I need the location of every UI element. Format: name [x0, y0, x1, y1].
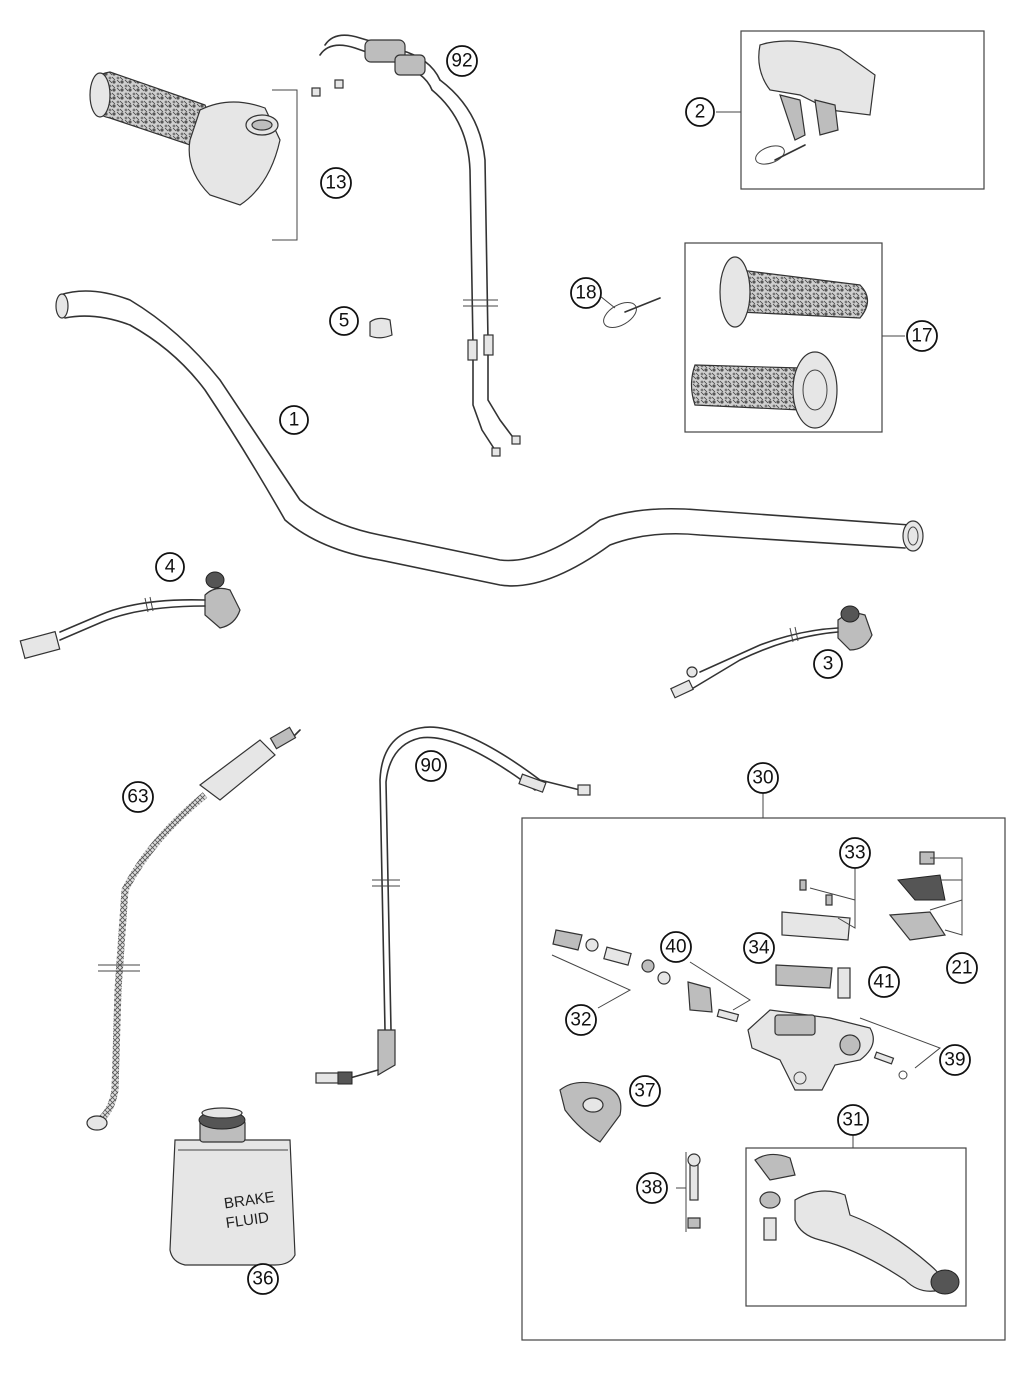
- cable-tie: [599, 295, 661, 328]
- callout-2-label: 2: [695, 102, 706, 123]
- handlebar: [55, 290, 924, 587]
- callout-41: 41: [868, 966, 900, 998]
- callout-4: 4: [155, 552, 185, 582]
- callout-1-label: 1: [289, 410, 300, 431]
- callout-18-label: 18: [575, 283, 596, 304]
- callout-31-label: 31: [842, 1110, 863, 1131]
- callout-32-label: 32: [570, 1010, 591, 1031]
- callout-41-label: 41: [873, 972, 894, 993]
- throttle-grip: [89, 71, 298, 241]
- callout-34: 34: [743, 932, 775, 964]
- callout-33: 33: [839, 837, 871, 869]
- hot-start-cable: [86, 726, 301, 1131]
- clip: [369, 317, 393, 339]
- callout-63-label: 63: [127, 787, 148, 808]
- callout-32: 32: [565, 1004, 597, 1036]
- grips-kit: [684, 242, 905, 433]
- callout-33-label: 33: [844, 843, 865, 864]
- callout-13: 13: [320, 167, 352, 199]
- callout-34-label: 34: [748, 938, 770, 959]
- clutch-cable: [315, 726, 591, 1085]
- callout-36: 36: [247, 1263, 279, 1295]
- callout-37: 37: [629, 1075, 661, 1107]
- bottle-label-line2: FLUID: [225, 1209, 270, 1232]
- callout-5-label: 5: [339, 311, 350, 332]
- callout-3: 3: [813, 649, 843, 679]
- callout-37-label: 37: [634, 1081, 655, 1102]
- callout-18: 18: [570, 277, 602, 309]
- callout-36-label: 36: [252, 1269, 273, 1290]
- callout-92-label: 92: [451, 51, 472, 72]
- callout-30-label: 30: [752, 768, 773, 789]
- callouts: 1 2 3 4 5 13 17 18 21 30 31 32 33 34 36 …: [122, 45, 978, 1295]
- callout-2: 2: [685, 97, 715, 127]
- callout-1: 1: [279, 405, 309, 435]
- callout-92: 92: [446, 45, 478, 77]
- master-cylinder-kit: [521, 792, 1006, 1341]
- callout-17-label: 17: [911, 326, 932, 347]
- switch-right: [670, 605, 873, 699]
- callout-90-label: 90: [420, 756, 441, 777]
- callout-21: 21: [946, 952, 978, 984]
- callout-40-label: 40: [665, 937, 686, 958]
- callout-3-label: 3: [823, 654, 834, 675]
- callout-21-label: 21: [951, 958, 972, 979]
- callout-5: 5: [329, 306, 359, 336]
- callout-13-label: 13: [325, 173, 346, 194]
- callout-31: 31: [837, 1104, 869, 1136]
- callout-39: 39: [939, 1044, 971, 1076]
- callout-30: 30: [747, 762, 779, 794]
- bottle-label-line1: BRAKE: [223, 1189, 276, 1213]
- callout-38-label: 38: [641, 1178, 662, 1199]
- kill-switch-left: [19, 571, 241, 660]
- callout-63: 63: [122, 781, 154, 813]
- callout-4-label: 4: [165, 557, 176, 578]
- throttle-cables: [311, 34, 521, 457]
- callout-90: 90: [415, 750, 447, 782]
- callout-38: 38: [636, 1172, 668, 1204]
- callout-17: 17: [906, 320, 938, 352]
- callout-40: 40: [660, 931, 692, 963]
- callout-39-label: 39: [944, 1050, 965, 1071]
- handguard-kit: [716, 30, 985, 190]
- brake-fluid-bottle: BRAKE FLUID: [169, 1107, 296, 1266]
